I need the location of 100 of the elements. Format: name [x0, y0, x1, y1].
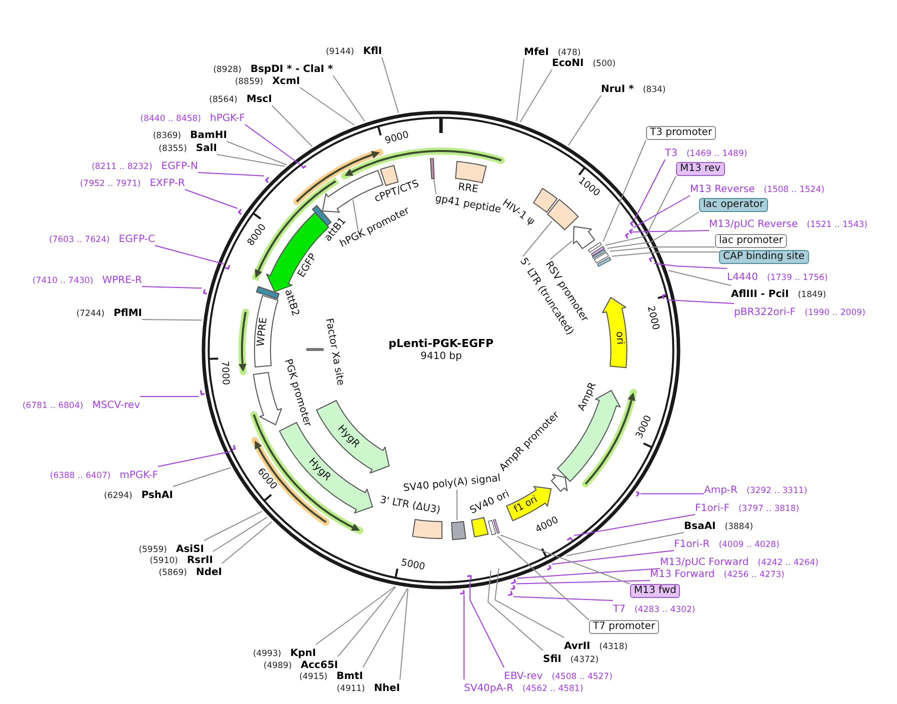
primer-mark: [628, 228, 634, 235]
primer-mark: [510, 578, 518, 586]
primer-position: (7603 .. 7624): [49, 234, 110, 244]
primer-position: (4508 .. 4527): [552, 672, 612, 682]
leader-line: [520, 69, 552, 123]
primer-position: (8440 .. 8458): [140, 114, 201, 124]
feature-box: [587, 241, 604, 254]
leader-line: [172, 467, 232, 487]
site-position: (8355): [158, 144, 187, 154]
feature-box: [450, 520, 468, 541]
site-position: (1849): [798, 290, 826, 300]
leader-line: [362, 588, 408, 668]
site-position: (4318): [599, 642, 628, 652]
feature-box: [546, 198, 580, 232]
leader-line: [338, 586, 396, 657]
primer-mark: [566, 536, 574, 542]
feature-label: f1 ori: [512, 494, 540, 516]
enzyme-name: MscI: [246, 94, 272, 104]
leader-line: [602, 140, 646, 242]
enzyme-name: SfiI: [543, 654, 562, 664]
leader-line: [516, 58, 524, 122]
site-position: (8928): [213, 64, 242, 74]
leader-line: [512, 596, 614, 601]
tick-label: 5000: [400, 557, 426, 573]
leader-line: [352, 200, 358, 230]
leader-line: [610, 246, 716, 252]
leader-line: [497, 536, 590, 620]
primer-mark: [660, 292, 667, 300]
primer-name: Amp-R: [704, 484, 738, 496]
primer-name: M13 Forward: [650, 568, 715, 580]
enzyme-name: BsaAI: [684, 520, 716, 532]
primer-name: mPGK-F: [120, 470, 158, 480]
primer-name: SV40pA-R: [464, 682, 514, 694]
primer-position: (8211 .. 8232): [92, 162, 152, 172]
leader-line: [198, 172, 265, 176]
leader-line: [574, 514, 696, 536]
enzyme-name: SalI: [196, 142, 217, 154]
site-position: (4993): [252, 648, 282, 658]
leader-line: [400, 588, 408, 680]
enzyme-name: PshAI: [141, 490, 173, 500]
primer-position: (4009 .. 4028): [718, 540, 780, 550]
enzyme-name: BamHI: [190, 130, 227, 140]
leader-line: [142, 319, 202, 321]
feature-box: [487, 519, 498, 536]
leader-line: [516, 568, 660, 579]
plasmid-size: 9410 bp: [420, 351, 462, 363]
site-position: (834): [642, 84, 666, 94]
primer-position: (6781 .. 6804): [22, 400, 84, 410]
enzyme-name: MfeI: [524, 46, 549, 58]
site-position: (8369): [152, 130, 182, 140]
primer-mark: [264, 176, 270, 184]
feature-tag: T7 promoter: [589, 620, 660, 634]
enzyme-name: KpnI: [290, 648, 316, 658]
leader-line: [522, 220, 552, 257]
site-position: (3884): [724, 522, 754, 532]
pointed-block: [572, 225, 596, 250]
feature-label: RRE: [457, 182, 479, 196]
primer-mark: [648, 256, 654, 264]
primer-name: M13 Reverse: [690, 184, 755, 194]
primer-position: (3797 .. 3818): [738, 504, 800, 514]
enzyme-name: AsiSI: [176, 544, 204, 554]
primer-mark: [231, 444, 238, 452]
primer-mark: [624, 232, 630, 240]
feature-label: 3' LTR (ΔU3): [378, 494, 442, 518]
primer-position: (7410 .. 7430): [32, 276, 94, 286]
primer-mark: [198, 389, 206, 397]
primer-name: M13/pUC Forward: [660, 556, 749, 568]
primer-mark: [300, 164, 308, 170]
plasmid-name: pLenti-PGK-EGFP: [388, 336, 494, 350]
enzyme-name: BmtI: [336, 670, 363, 682]
site-position: (4989): [264, 660, 292, 670]
feature-tag: CAP binding site: [719, 250, 809, 264]
primer-position: (4242 .. 4264): [758, 558, 818, 568]
leader-line: [606, 212, 700, 249]
leader-line: [632, 195, 690, 228]
leader-line: [222, 521, 272, 564]
enzyme-name: AvrII: [564, 640, 590, 652]
feature-tag: lac operator: [699, 198, 768, 212]
enzyme-name: KflI: [363, 46, 382, 56]
feature-tag: M13 fwd: [630, 584, 680, 598]
primer-name: F1ori-F: [695, 502, 730, 514]
primer-position: (3292 .. 3311): [746, 486, 808, 496]
feature-label: ori: [612, 331, 626, 345]
primer-mark: [634, 490, 640, 498]
primer-name: T3: [665, 148, 678, 158]
primer-mark: [506, 590, 514, 597]
primer-position: (7952 .. 7971): [80, 178, 141, 188]
enzyme-name: AflIII - PciI: [731, 288, 789, 300]
leader-line: [212, 516, 268, 552]
feature-tag: T3 promoter: [646, 126, 716, 140]
feature-box: [591, 248, 608, 260]
enzyme-name: PflMI: [114, 308, 142, 318]
site-position: (5869): [158, 568, 187, 578]
primer-name: EGFP-N: [161, 160, 198, 172]
primer-mark: [237, 208, 244, 216]
primer-name: M13/pUC Reverse: [709, 218, 798, 230]
primer-name: pBR322ori-F: [734, 306, 796, 318]
primer-name: F1ori-R: [674, 538, 710, 550]
site-position: (8859): [234, 76, 264, 86]
primer-name: T7: [613, 604, 626, 614]
